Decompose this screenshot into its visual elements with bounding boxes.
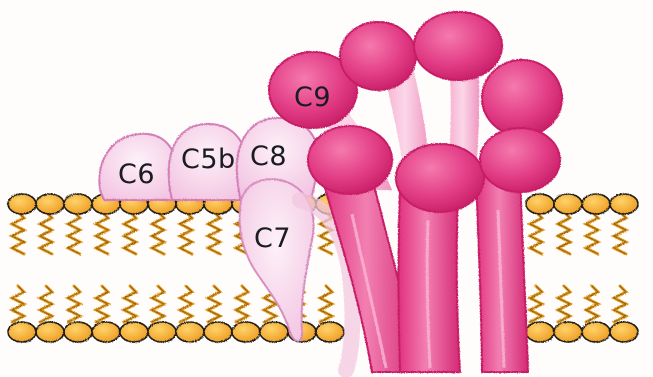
lipid-head-lower [148,322,176,342]
lipid-head-lower [232,322,260,342]
c6-label: C6 [118,159,155,190]
lipid-head-lower [610,322,638,342]
lipid-head-lower [120,322,148,342]
lipid-head-lower [8,322,36,342]
lipid-head-lower [526,322,554,342]
c9-label: C9 [294,82,331,113]
c8-label: C8 [250,141,287,172]
lipid-head-lower [260,322,288,342]
lipid-head-upper [554,194,582,214]
c7-label: C7 [254,223,291,254]
lipid-head-upper [8,194,36,214]
lipid-head-upper [64,194,92,214]
lipid-head-upper [610,194,638,214]
lipid-head-lower [582,322,610,342]
lipid-head-upper [36,194,64,214]
lipid-head-lower [92,322,120,342]
lipid-head-upper [526,194,554,214]
lipid-head-lower [64,322,92,342]
lipid-head-lower [36,322,64,342]
lipid-head-lower [316,322,344,342]
lipid-head-lower [204,322,232,342]
lipid-head-upper [582,194,610,214]
lipid-head-lower [554,322,582,342]
c5b-label: C5b [181,144,236,175]
lipid-head-lower [176,322,204,342]
